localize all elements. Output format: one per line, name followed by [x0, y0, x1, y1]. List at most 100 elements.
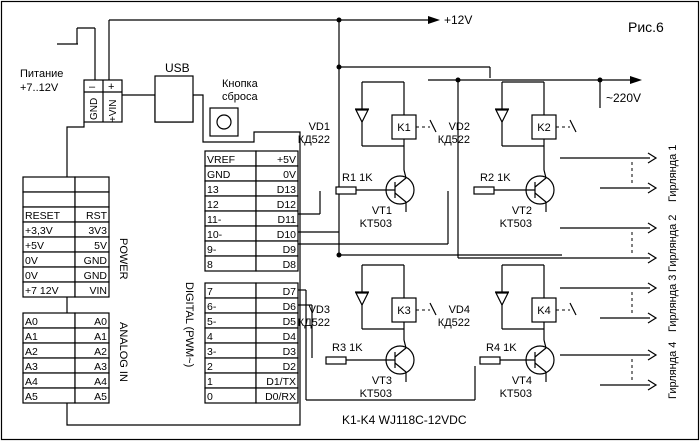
power-header-pin-name: RST [86, 210, 108, 222]
digital-pin-label: 8 [207, 259, 213, 271]
transistor-label: VT3 [372, 375, 392, 387]
usb-label: USB [165, 61, 190, 75]
resistor-label: R3 1K [332, 342, 363, 354]
analog-header-pin-name: A3 [94, 361, 107, 373]
power-header-cell-left [22, 176, 76, 193]
reset-button [209, 107, 239, 137]
diode-symbol [495, 292, 509, 307]
garland-label: Гирлянда 1 [667, 145, 679, 202]
digital-pin-name: D6 [283, 301, 297, 313]
digital-pin-name: D1/TX [266, 376, 296, 388]
relay-label: K1 [397, 122, 410, 134]
digital-pin-label: 12 [207, 199, 219, 211]
analog-header-pin-label: A0 [25, 316, 38, 328]
analog-header-pin-label: A5 [25, 391, 38, 403]
relay-coil [531, 114, 557, 140]
power-input-connector [83, 79, 123, 123]
digital-pin-label: VREF [207, 154, 235, 166]
output-terminal [647, 252, 658, 264]
digital-pin-name: D11 [278, 214, 297, 226]
reset-button-label-1: Кнопка [222, 78, 259, 90]
usb-connector [154, 75, 194, 123]
output-terminal [647, 152, 658, 164]
analog-header-pin-name: A5 [94, 391, 107, 403]
relay-label: K3 [397, 305, 410, 317]
digital-pin-label: 10- [207, 229, 223, 241]
garland-label: Гирлянда 3 [667, 275, 679, 332]
vin-terminal: +VIN [108, 99, 119, 122]
relay-contact [429, 119, 437, 133]
power-header-cell-right [74, 191, 110, 208]
digital-pin-label: 7 [207, 286, 213, 298]
transistor-type: KT503 [360, 388, 392, 400]
digital-pin-name: D3 [283, 346, 297, 358]
figure-label: Рис.6 [628, 19, 664, 35]
digital-pin-label: 3- [207, 346, 217, 358]
digital-pin-name: 0V [283, 169, 296, 181]
resistor-symbol [325, 356, 347, 365]
power-header-cell-right [74, 176, 110, 193]
digital-pin-name: D5 [283, 316, 297, 328]
digital-pin-name: D0/RX [265, 391, 296, 403]
output-terminal [647, 182, 658, 194]
diode-label: VD2 [449, 121, 470, 133]
gnd-terminal: GND [89, 98, 100, 120]
transistor-label: VT4 [512, 375, 532, 387]
garland-label: Гирлянда 4 [667, 342, 679, 399]
supply-label: +12V [444, 13, 472, 27]
transistor-type: KT503 [360, 218, 392, 230]
digital-header-title: DIGITAL (PWM~) [183, 282, 195, 367]
ground-symbol [57, 27, 96, 80]
digital-pin-label: GND [207, 169, 231, 181]
power-header-pin-label: +5V [25, 240, 44, 252]
transistor-label: VT1 [372, 205, 392, 217]
plus-terminal: + [108, 81, 114, 93]
analog-header-pin-name: A0 [94, 316, 107, 328]
relay-contact [569, 302, 577, 316]
reset-button-knob [216, 114, 232, 130]
power-input-label-1: Питание [20, 68, 63, 80]
analog-header-cell-right [74, 387, 110, 404]
resistor-symbol [335, 186, 357, 195]
diode-type: КД522 [438, 134, 470, 146]
digital-pin-name: D4 [283, 331, 297, 343]
power-header-pin-label: 0V [25, 255, 38, 267]
analog-header-pin-name: A1 [94, 331, 107, 343]
power-header-pin-label: RESET [25, 210, 61, 222]
digital-cell-right [255, 255, 299, 272]
minus-terminal: – [89, 81, 96, 93]
analog-header-title: ANALOG IN [117, 322, 129, 382]
output-terminal [647, 282, 658, 294]
supply-rail [108, 16, 440, 80]
garland-output-3: Гирлянда 3 [560, 275, 679, 332]
reset-button-label-2: сброса [222, 91, 259, 103]
analog-header-pin-name: A2 [94, 346, 107, 358]
digital-pin-name: D12 [277, 199, 296, 211]
analog-header-pin-label: A2 [25, 346, 38, 358]
diode-symbol [355, 109, 369, 124]
relay-label: K2 [537, 122, 550, 134]
digital-pin-label: 0 [207, 391, 213, 403]
resistor-label: R2 1K [480, 172, 511, 184]
relay-label: K4 [537, 305, 550, 317]
digital-pin-label: 6- [207, 301, 217, 313]
digital-pin-name: +5V [277, 154, 296, 166]
diode-label: VD4 [449, 304, 470, 316]
digital-pin-label: 1 [207, 376, 213, 388]
power-header-pin-name: 3V3 [88, 225, 107, 237]
garland-output-1: Гирлянда 1 [560, 145, 679, 202]
garland-output-2: Гирлянда 2 [560, 215, 679, 272]
power-header-pin-name: GND [84, 270, 108, 282]
digital-pin-label: 11- [207, 214, 222, 226]
digital-cell-right [255, 387, 299, 404]
output-terminal [647, 379, 658, 391]
diode-type: КД522 [298, 317, 330, 329]
digital-pin-name: D9 [283, 244, 297, 256]
